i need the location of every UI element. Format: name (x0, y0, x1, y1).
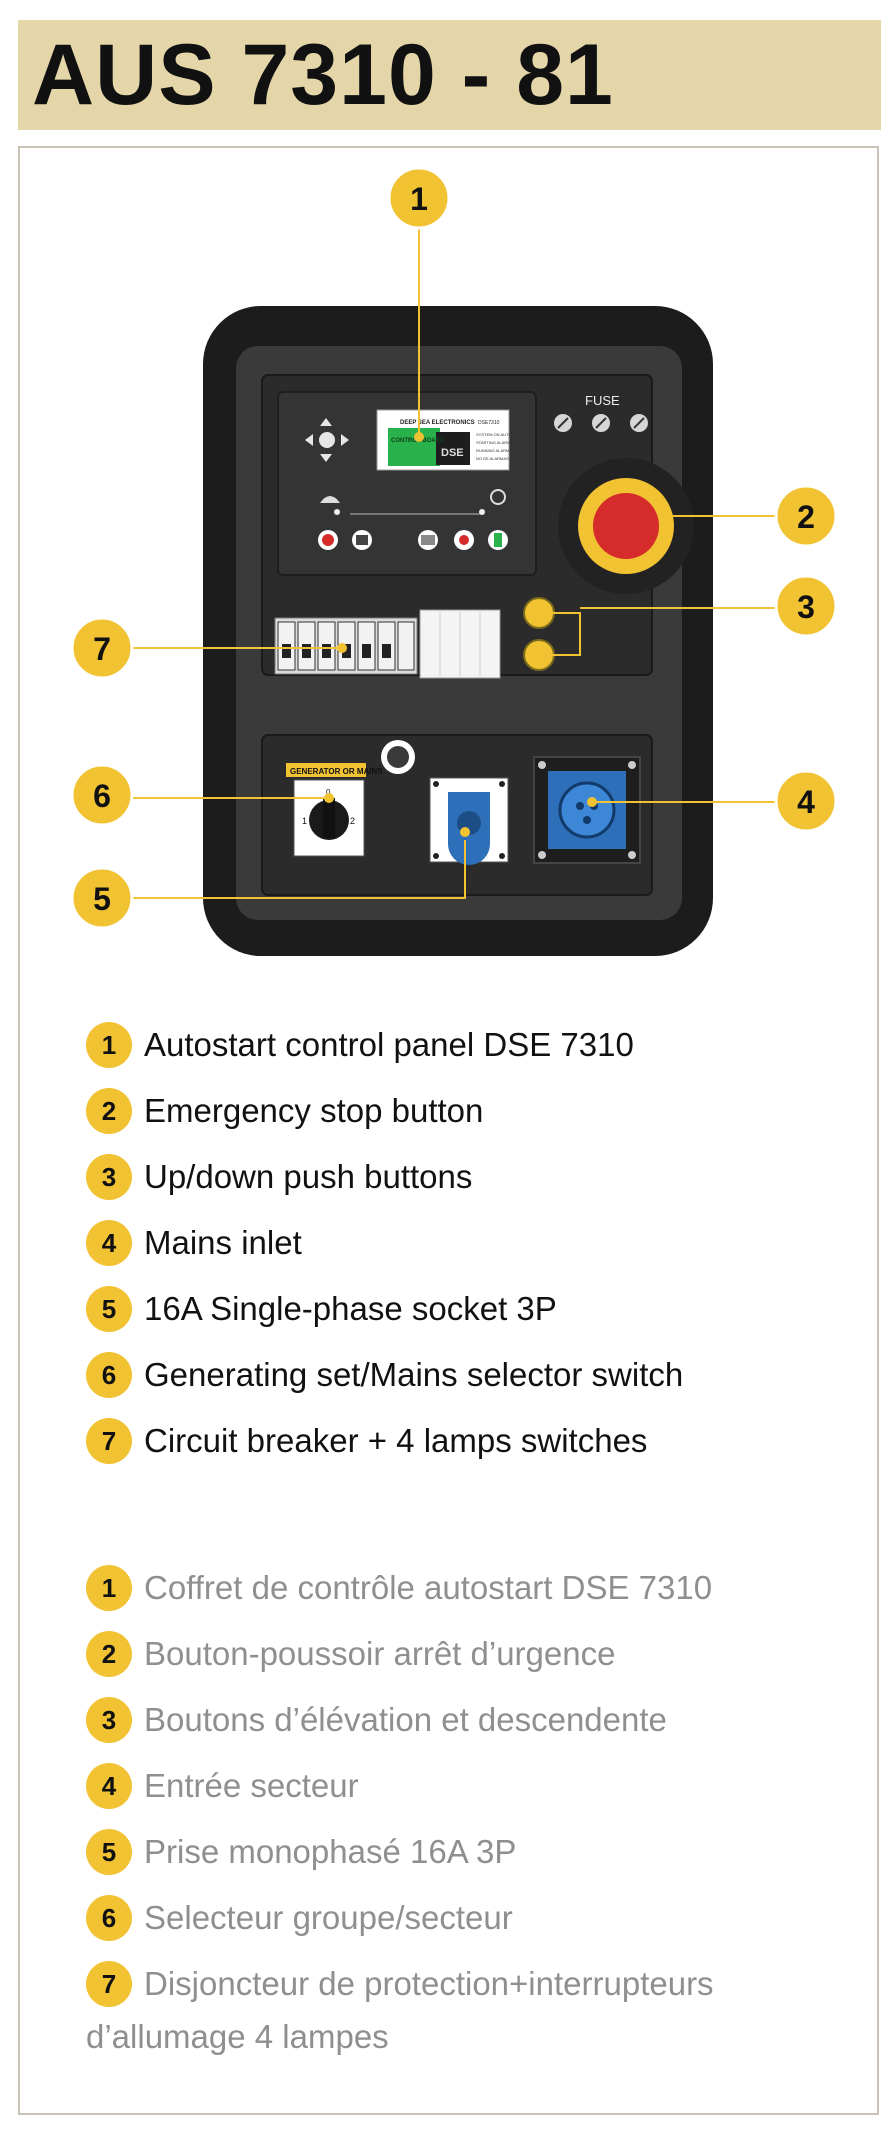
legend-text: Circuit breaker + 4 lamps switches (144, 1422, 648, 1459)
legend-text: Disjoncteur de protection+interrupteurs (144, 1965, 714, 2002)
callout-6: 6 (70, 763, 134, 827)
callout-3: 3 (774, 574, 838, 638)
fuse-label: FUSE (585, 393, 620, 408)
svg-text:6: 6 (93, 778, 111, 814)
callout-4: 4 (774, 769, 838, 833)
legend-item: 7 Disjoncteur de protection+interrupteur… (86, 1961, 714, 2007)
panel-diagram: DEEP SEA ELECTRONICS DSE7310 CONTROL BOA… (70, 166, 838, 956)
callout-5: 5 (70, 866, 134, 930)
fuse-holders (554, 414, 648, 432)
svg-text:GENERATOR OR MAINS: GENERATOR OR MAINS (290, 767, 383, 776)
legend-number: 2 (86, 1088, 132, 1134)
legend-item: 6 Selecteur groupe/secteur (86, 1895, 513, 1941)
legend-text: 16A Single-phase socket 3P (144, 1290, 557, 1327)
svg-text:7: 7 (93, 631, 111, 667)
legend-number: 2 (86, 1631, 132, 1677)
controller-brand: DEEP SEA ELECTRONICS (400, 420, 475, 426)
emergency-stop-button (558, 458, 694, 594)
mains-inlet (533, 756, 641, 864)
callout-endpoint-dots (324, 432, 673, 837)
svg-text:STARTING ALARM: STARTING ALARM (476, 440, 511, 445)
svg-text:4: 4 (797, 784, 815, 820)
callout-leader-lines (130, 222, 780, 899)
controller-status-lines: SYSTEM ON AUTO STARTING ALARM RUNNING AL… (476, 432, 512, 461)
controller-model: DSE7310 (478, 420, 500, 426)
legend-number: 1 (86, 1565, 132, 1611)
page-title: AUS 7310 - 81 (32, 27, 614, 123)
legend-item: 1 Coffret de contrôle autostart DSE 7310 (86, 1565, 712, 1611)
callout-2: 2 (774, 484, 838, 548)
legend-number: 1 (86, 1022, 132, 1068)
legend-item: 2 Emergency stop button (86, 1088, 483, 1134)
callout-7: 7 (70, 616, 134, 680)
legend-item: 5 Prise monophasé 16A 3P (86, 1829, 516, 1875)
legend-item: 3 Boutons d’élévation et descendente (86, 1697, 667, 1743)
legend-text: Boutons d’élévation et descendente (144, 1701, 667, 1738)
legend-number: 7 (86, 1961, 132, 2007)
svg-text:RUNNING ALARM: RUNNING ALARM (476, 448, 509, 453)
content-frame (18, 146, 879, 2115)
legend-number: 6 (86, 1895, 132, 1941)
legend-continuation: d’allumage 4 lampes (86, 2018, 389, 2055)
legend-item: 2 Bouton-poussoir arrêt d’urgence (86, 1631, 615, 1677)
legend-text: Generating set/Mains selector switch (144, 1356, 684, 1393)
legend-item: 4 Mains inlet (86, 1220, 302, 1266)
legend-item: 1 Autostart control panel DSE 7310 (86, 1022, 634, 1068)
header-bar: AUS 7310 - 81 (18, 20, 881, 130)
legend-text: Bouton-poussoir arrêt d’urgence (144, 1635, 616, 1672)
legend-text: Selecteur groupe/secteur (144, 1899, 513, 1936)
circuit-breakers (274, 609, 501, 679)
legend-number: 3 (86, 1154, 132, 1200)
legend-text: Entrée secteur (144, 1767, 359, 1804)
legend-item: 6 Generating set/Mains selector switch (86, 1352, 683, 1398)
svg-text:NO DE ALARMAS: NO DE ALARMAS (476, 456, 509, 461)
generator-mains-selector: GENERATOR OR MAINS 1 2 0 (286, 763, 383, 857)
legend-item: 3 Up/down push buttons (86, 1154, 472, 1200)
single-phase-socket (429, 777, 509, 865)
legend-text: Mains inlet (144, 1224, 302, 1261)
svg-text:1: 1 (302, 816, 307, 826)
svg-text:2: 2 (797, 499, 815, 535)
legend-number: 7 (86, 1418, 132, 1464)
svg-text:2: 2 (350, 816, 355, 826)
svg-text:SYSTEM ON AUTO: SYSTEM ON AUTO (476, 432, 512, 437)
controller-mode-buttons (318, 530, 508, 550)
controller-logo-box (436, 432, 470, 465)
svg-text:0: 0 (326, 788, 331, 797)
svg-text:3: 3 (797, 589, 815, 625)
legend-text: Up/down push buttons (144, 1158, 473, 1195)
legend-number: 4 (86, 1763, 132, 1809)
legend-number: 4 (86, 1220, 132, 1266)
legend-number: 5 (86, 1829, 132, 1875)
legend-number: 6 (86, 1352, 132, 1398)
callout-1: 1 (387, 166, 451, 230)
legend-text: Autostart control panel DSE 7310 (144, 1026, 634, 1063)
legend-item: 5 16A Single-phase socket 3P (86, 1286, 557, 1332)
lower-gland (381, 740, 415, 774)
controller-nav-buttons (305, 418, 349, 462)
legend-text: Prise monophasé 16A 3P (144, 1833, 517, 1870)
legend-number: 5 (86, 1286, 132, 1332)
controller-lcd (388, 428, 440, 466)
legend-number: 3 (86, 1697, 132, 1743)
legend-item: 4 Entrée secteur (86, 1763, 359, 1809)
svg-text:1: 1 (410, 181, 428, 217)
legend-text: Coffret de contrôle autostart DSE 7310 (144, 1569, 713, 1606)
controller-indicator-row (320, 489, 506, 515)
controller-logo: DSE (441, 447, 464, 459)
legend-text: Emergency stop button (144, 1092, 484, 1129)
svg-text:5: 5 (93, 881, 111, 917)
legend-item: 7 Circuit breaker + 4 lamps switches (86, 1418, 647, 1464)
